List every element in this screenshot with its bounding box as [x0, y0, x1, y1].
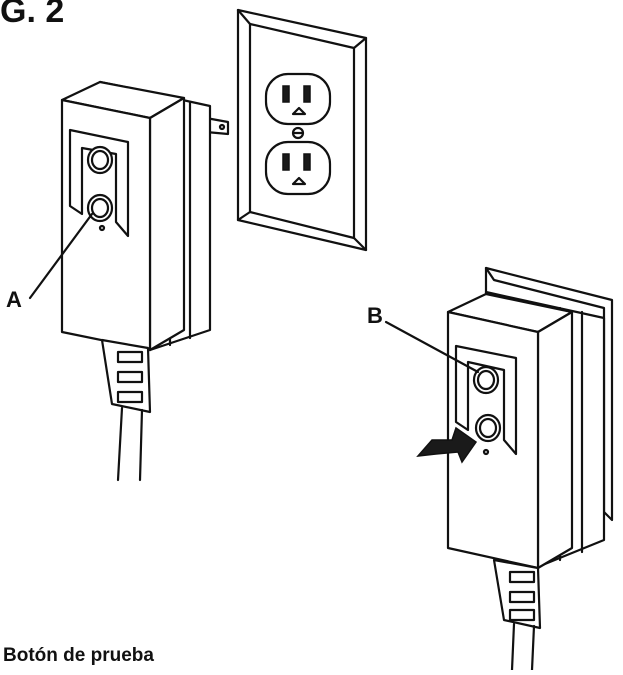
callout-line-b: [384, 320, 480, 374]
figure-title: G. 2: [0, 0, 65, 30]
plug-housing-side: [148, 96, 186, 352]
figure-caption: Botón de prueba: [3, 645, 154, 666]
indicator-light-left: [98, 224, 106, 232]
button-frame-right: [454, 344, 518, 456]
callout-line-a: [28, 212, 94, 300]
cord-left: [116, 406, 144, 482]
gfci-plug-right: [384, 266, 614, 672]
indicator-light-right: [482, 448, 490, 456]
callout-label-b: B: [367, 303, 383, 328]
upper-receptacle: [264, 72, 332, 126]
strain-relief-left: [100, 338, 152, 414]
callout-label-a: A: [6, 287, 22, 312]
press-arrow: [416, 426, 478, 464]
button-frame: [68, 128, 130, 238]
plug-housing-side-right: [536, 310, 574, 570]
cord-right: [510, 622, 536, 672]
lower-receptacle: [264, 140, 332, 196]
gfci-plug-left: [28, 80, 230, 482]
wall-outlet: [236, 8, 368, 252]
